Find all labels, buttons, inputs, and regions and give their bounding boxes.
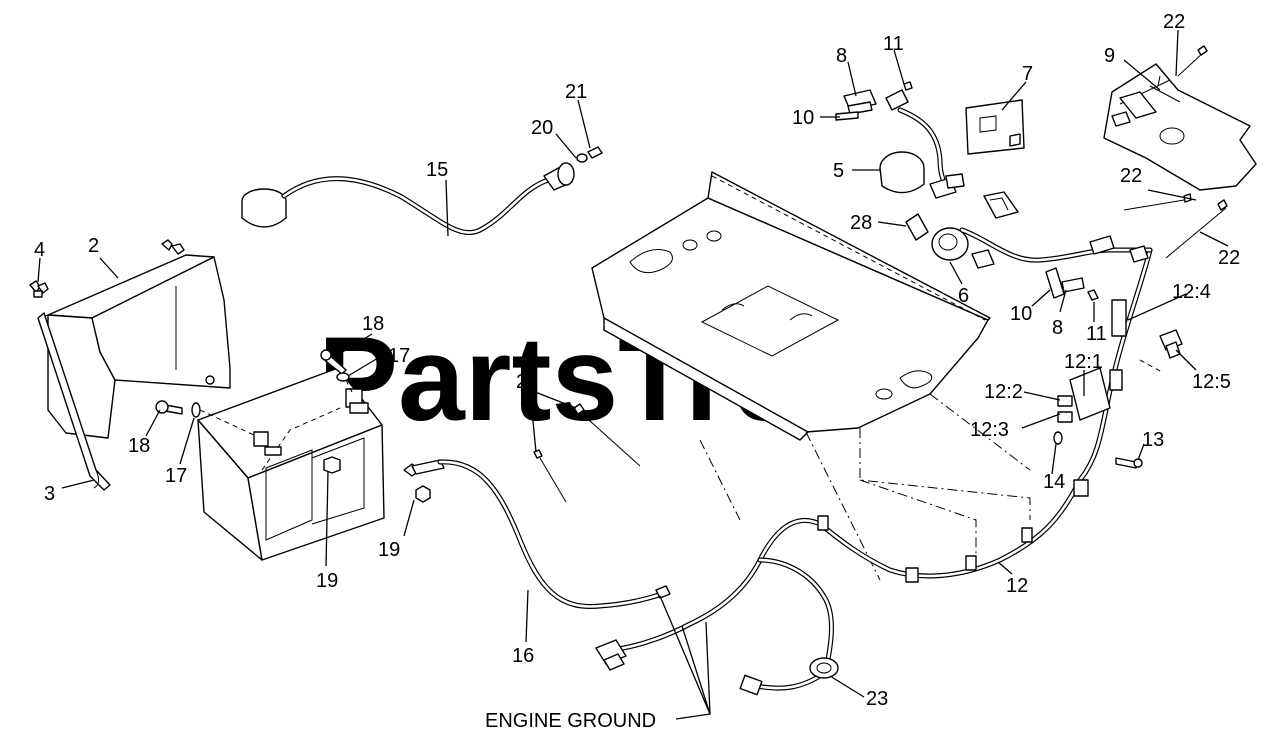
callout-17: 17	[165, 465, 187, 487]
callout-12-1: 12:1	[1064, 351, 1103, 373]
callout-14: 14	[1043, 471, 1065, 493]
callout-21: 21	[565, 81, 587, 103]
callout-12-4: 12:4	[1172, 281, 1211, 303]
callout-6: 6	[958, 285, 969, 307]
callout-18: 18	[128, 435, 150, 457]
callout-12-5: 12:5	[1192, 371, 1231, 393]
callout-10: 10	[792, 107, 814, 129]
callout-7: 7	[1022, 63, 1033, 85]
callout-22: 22	[516, 371, 538, 393]
callout-8: 8	[1052, 317, 1063, 339]
callout-18: 18	[362, 313, 384, 335]
cable-16	[403, 459, 671, 609]
wing-nut	[29, 280, 49, 298]
callout-13: 13	[1142, 429, 1164, 451]
callout-23: 23	[866, 688, 888, 710]
bolt-and-washer-top	[320, 349, 353, 393]
callout-5: 5	[833, 160, 844, 182]
callout-12-3: 12:3	[970, 419, 1009, 441]
mounting-plate	[1103, 63, 1257, 191]
battery	[197, 367, 385, 561]
control-panel-frame	[591, 171, 1031, 581]
callout-22: 22	[1163, 11, 1185, 33]
callout-12-2: 12:2	[984, 381, 1023, 403]
callout-22: 22	[1218, 247, 1240, 269]
callout-28: 28	[850, 212, 872, 234]
battery-box	[39, 239, 231, 439]
callout-12: 12	[1006, 575, 1028, 597]
callout-3: 3	[44, 483, 55, 505]
upper-dash-components	[835, 81, 1153, 301]
callout-2: 2	[88, 235, 99, 257]
callout-labels: 22 11 8 9 7 10 21 20 15 5 22 28 22 6 4 2…	[34, 11, 1240, 732]
callout-16: 16	[512, 645, 534, 667]
callout-8: 8	[836, 45, 847, 67]
hold-down-rod	[37, 312, 111, 491]
callout-15: 15	[426, 159, 448, 181]
callout-19: 19	[316, 570, 338, 592]
callout-20: 20	[531, 117, 553, 139]
callout-17: 17	[388, 345, 410, 367]
bolt-and-washer-left	[155, 400, 257, 437]
callout-19: 19	[378, 539, 400, 561]
callout-11: 11	[1086, 323, 1107, 345]
leader-lines	[37, 29, 1229, 720]
callout-9: 9	[1104, 45, 1115, 67]
callout-10: 10	[1010, 303, 1032, 325]
wire-harness-12	[595, 247, 1183, 696]
callout-22: 22	[1120, 165, 1142, 187]
engine-ground-label: ENGINE GROUND	[485, 710, 656, 732]
callout-4: 4	[34, 239, 45, 261]
cable-15	[241, 146, 603, 236]
callout-11: 11	[883, 33, 904, 55]
